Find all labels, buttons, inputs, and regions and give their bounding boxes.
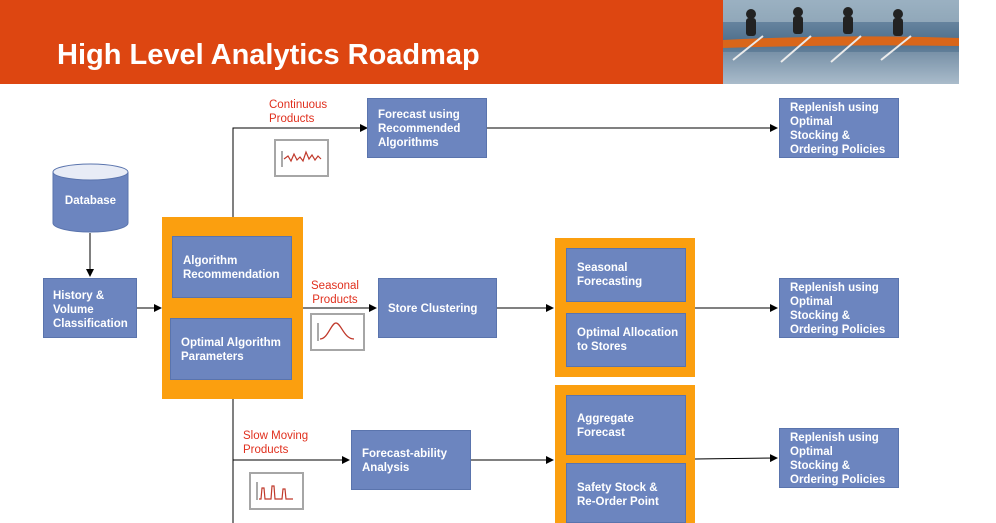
safety-stock-box: Safety Stock & Re-Order Point xyxy=(566,463,686,523)
forecastability-analysis-label: Forecast-ability Analysis xyxy=(362,448,447,474)
header-banner: High Level Analytics Roadmap xyxy=(0,0,723,84)
seasonal-demand-thumbnail xyxy=(310,313,365,351)
replenish-box-slow-moving: Replenish using Optimal Stocking & Order… xyxy=(779,428,899,488)
algorithm-recommendation-label: Algorithm Recommendation xyxy=(183,255,280,281)
seasonal-forecasting-label: Seasonal Forecasting xyxy=(577,262,643,288)
slow-moving-demand-thumbnail xyxy=(249,472,304,510)
optimal-algorithm-parameters-box: Optimal Algorithm Parameters xyxy=(170,318,292,380)
replenish-box-continuous: Replenish using Optimal Stocking & Order… xyxy=(779,98,899,158)
aggregate-forecast-label: Aggregate Forecast xyxy=(577,413,634,439)
store-clustering-label: Store Clustering xyxy=(388,303,478,315)
rowing-photo xyxy=(723,0,959,84)
replenish-label-slow-moving: Replenish using Optimal Stocking & Order… xyxy=(790,432,886,486)
history-classification-box: History & Volume Classification xyxy=(43,278,137,338)
page-title: High Level Analytics Roadmap xyxy=(57,39,480,71)
seasonal-products-label: Seasonal Products xyxy=(311,280,359,306)
seasonal-forecasting-box: Seasonal Forecasting xyxy=(566,248,686,302)
aggregate-forecast-box: Aggregate Forecast xyxy=(566,395,686,455)
store-clustering-box: Store Clustering xyxy=(378,278,497,338)
database-node: Database xyxy=(52,163,129,233)
replenish-label-continuous: Replenish using Optimal Stocking & Order… xyxy=(790,102,886,156)
continuous-products-label: Continuous Products xyxy=(269,99,328,125)
replenish-box-seasonal: Replenish using Optimal Stocking & Order… xyxy=(779,278,899,338)
optimal-allocation-label: Optimal Allocation to Stores xyxy=(577,327,679,353)
slow-moving-products-label: Slow Moving Products xyxy=(243,430,309,456)
forecastability-analysis-box: Forecast-ability Analysis xyxy=(351,430,471,490)
replenish-label-seasonal: Replenish using Optimal Stocking & Order… xyxy=(790,282,886,336)
database-label: Database xyxy=(64,195,117,207)
forecast-recommended-box: Forecast using Recommended Algorithms xyxy=(367,98,487,158)
algorithm-recommendation-box: Algorithm Recommendation xyxy=(172,236,292,298)
safety-stock-label: Safety Stock & Re-Order Point xyxy=(577,482,659,508)
optimal-allocation-box: Optimal Allocation to Stores xyxy=(566,313,686,367)
history-classification-label: History & Volume Classification xyxy=(53,290,128,330)
continuous-demand-thumbnail xyxy=(274,139,329,177)
optimal-algorithm-parameters-label: Optimal Algorithm Parameters xyxy=(181,337,281,363)
forecast-recommended-label: Forecast using Recommended Algorithms xyxy=(378,109,461,149)
